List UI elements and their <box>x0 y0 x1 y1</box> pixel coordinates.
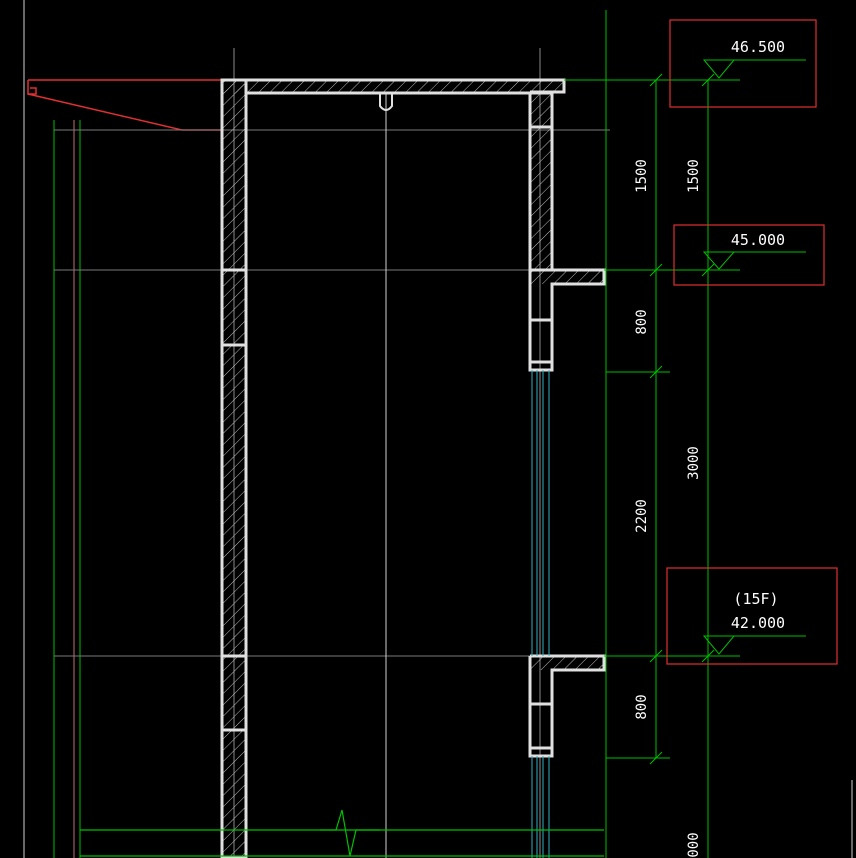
break-line <box>80 809 604 857</box>
dimension-texts-outer: 1500 3000 000 <box>686 159 702 858</box>
dim-text: 3000 <box>686 446 702 480</box>
dim-text: 1500 <box>686 159 702 193</box>
dim-text: 2200 <box>634 499 650 533</box>
window-glass <box>531 370 550 858</box>
elevation-value: 45.000 <box>731 231 785 249</box>
left-wall <box>220 78 248 858</box>
elevation-label: (15F) <box>733 590 778 608</box>
dim-text: 800 <box>634 694 650 719</box>
dimension-lines <box>564 10 740 858</box>
right-upper-wall <box>528 91 554 272</box>
dim-text: 800 <box>634 309 650 334</box>
elevation-marker-2: 45.000 <box>673 224 825 286</box>
dim-text: 000 <box>686 832 702 857</box>
elevation-value: 46.500 <box>731 38 785 56</box>
dimension-texts-inner: 1500 800 2200 800 <box>634 159 650 720</box>
level-grid-lines <box>54 129 610 657</box>
elevation-value: 42.000 <box>731 614 785 632</box>
left-frame-lines <box>23 0 81 858</box>
elevation-marker-3: (15F) 42.000 <box>666 567 838 665</box>
dim-text: 1500 <box>634 159 650 193</box>
elevation-marker-1: 46.500 <box>669 19 817 108</box>
